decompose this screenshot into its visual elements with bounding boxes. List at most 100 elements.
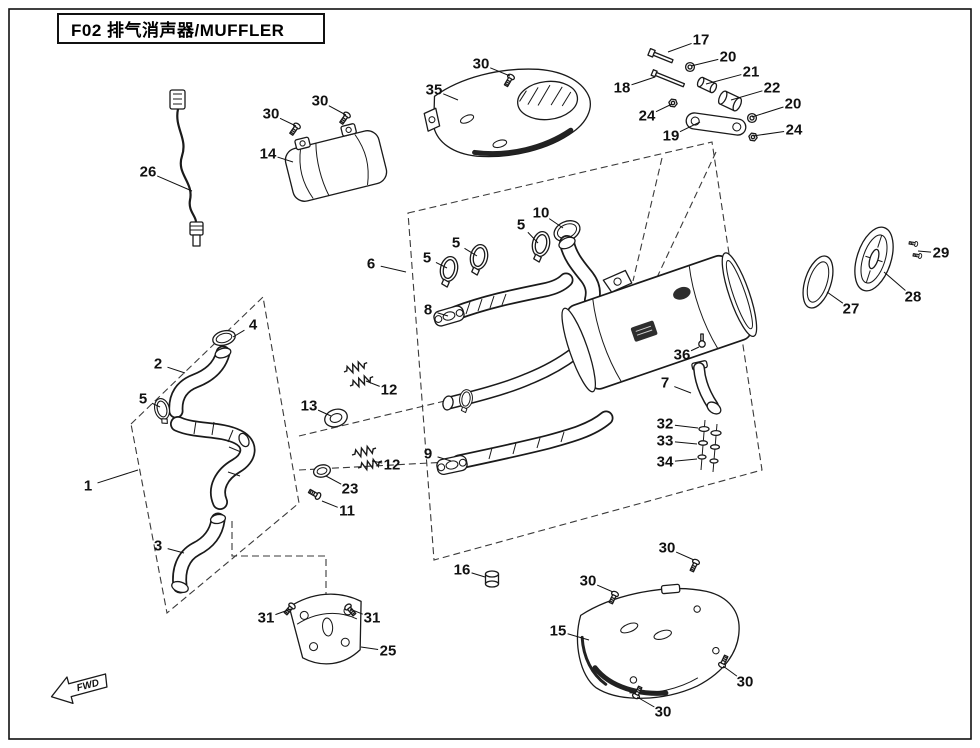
stud-36 xyxy=(698,333,706,348)
callout-number-5: 5 xyxy=(452,235,460,252)
mount-bracket-25 xyxy=(288,593,362,665)
callout-number-8: 8 xyxy=(424,302,432,319)
callout-leader-5 xyxy=(435,262,448,269)
oxygen-sensor-26 xyxy=(169,89,204,247)
bushing-22 xyxy=(717,90,743,112)
callout-number-13: 13 xyxy=(301,398,318,415)
spring-12 xyxy=(341,358,370,377)
callout-number-15: 15 xyxy=(550,623,567,640)
clamp-5 xyxy=(528,229,553,265)
callout-leader-34 xyxy=(674,458,698,462)
callout-number-36: 36 xyxy=(674,347,691,364)
bolt-30 xyxy=(687,557,701,574)
heat-shield-14 xyxy=(284,123,388,202)
callout-number-22: 22 xyxy=(764,80,781,97)
callout-number-24: 24 xyxy=(639,108,656,125)
callout-number-34: 34 xyxy=(657,454,674,471)
callout-leader-31 xyxy=(275,608,292,616)
callout-number-25: 25 xyxy=(380,643,397,660)
callout-leader-12 xyxy=(371,460,383,464)
clamp-5 xyxy=(436,254,461,290)
callout-leader-30 xyxy=(722,665,738,677)
tail-outlet-group xyxy=(691,333,722,473)
callout-leader-30 xyxy=(596,584,614,593)
callout-number-9: 9 xyxy=(424,446,432,463)
callout-leader-12 xyxy=(365,380,380,387)
callout-leader-24 xyxy=(655,103,673,113)
callout-number-35: 35 xyxy=(426,82,443,99)
callout-leader-19 xyxy=(679,121,701,133)
dashed-group-boxes xyxy=(130,141,763,615)
bracket-19 xyxy=(685,112,747,136)
callout-leader-27 xyxy=(826,291,844,304)
bushing-16 xyxy=(484,570,500,588)
heat-shield-15 xyxy=(576,583,740,699)
callout-number-5: 5 xyxy=(517,217,525,234)
front-pipe-8 xyxy=(433,272,574,327)
callout-leader-24 xyxy=(752,130,785,137)
callout-number-16: 16 xyxy=(454,562,471,579)
callout-leader-11 xyxy=(321,500,338,508)
callout-number-30: 30 xyxy=(263,106,280,123)
group-box-6 xyxy=(407,141,763,561)
callout-leader-20 xyxy=(690,58,719,67)
callout-leader-6 xyxy=(380,265,407,273)
callout-number-21: 21 xyxy=(743,64,760,81)
callout-number-5: 5 xyxy=(139,391,147,408)
callout-number-30: 30 xyxy=(655,704,672,721)
callout-leader-30 xyxy=(675,551,695,561)
callout-number-14: 14 xyxy=(260,146,277,163)
callout-number-23: 23 xyxy=(342,481,359,498)
callout-leader-1 xyxy=(97,469,139,484)
dashed-reference-line xyxy=(231,521,327,596)
callout-number-6: 6 xyxy=(367,256,375,273)
callout-leader-25 xyxy=(360,646,379,651)
callout-number-12: 12 xyxy=(381,382,398,399)
washer-32 xyxy=(698,425,710,433)
callout-leader-2 xyxy=(167,366,186,374)
screws-29 xyxy=(908,239,923,260)
callout-leader-26 xyxy=(156,175,193,192)
header-pipe-assembly xyxy=(151,329,256,594)
gasket-27 xyxy=(802,255,834,309)
seal-23 xyxy=(312,464,332,478)
spring-12 xyxy=(356,456,384,473)
callout-number-10: 10 xyxy=(533,205,550,222)
clamp-5 xyxy=(466,242,491,278)
bolt-17 xyxy=(647,47,674,64)
spring-12 xyxy=(347,372,376,391)
inlet-elbow xyxy=(558,235,601,308)
callout-leader-7 xyxy=(674,386,692,394)
washer-20 xyxy=(746,112,758,124)
page-border xyxy=(8,8,972,740)
screw-29 xyxy=(908,239,919,248)
callout-number-20: 20 xyxy=(720,49,737,66)
callout-number-32: 32 xyxy=(657,416,674,433)
gasket-4 xyxy=(212,329,236,347)
dashed-reference-line xyxy=(298,399,450,437)
callout-number-24: 24 xyxy=(786,122,803,139)
callout-number-18: 18 xyxy=(614,80,631,97)
callout-number-1: 1 xyxy=(84,478,92,495)
callout-number-4: 4 xyxy=(249,317,258,334)
callout-leader-15 xyxy=(567,633,590,641)
callout-number-29: 29 xyxy=(933,245,950,262)
clamp xyxy=(457,388,475,414)
callout-leader-35 xyxy=(443,93,459,101)
bolt-30 xyxy=(337,110,352,126)
callout-leader-30 xyxy=(328,105,347,116)
callout-leader-30 xyxy=(279,117,297,127)
callout-leader-20 xyxy=(751,106,784,118)
dashed-reference-line xyxy=(632,157,663,282)
muffler-mount-linkage xyxy=(647,47,759,142)
callout-number-17: 17 xyxy=(693,32,710,49)
callout-leader-5 xyxy=(151,402,161,408)
callout-number-12: 12 xyxy=(384,457,401,474)
callout-number-31: 31 xyxy=(258,610,275,627)
bolt-30 xyxy=(287,121,302,137)
callout-number-7: 7 xyxy=(661,375,669,392)
nut-24 xyxy=(667,98,679,108)
callout-number-30: 30 xyxy=(580,573,597,590)
